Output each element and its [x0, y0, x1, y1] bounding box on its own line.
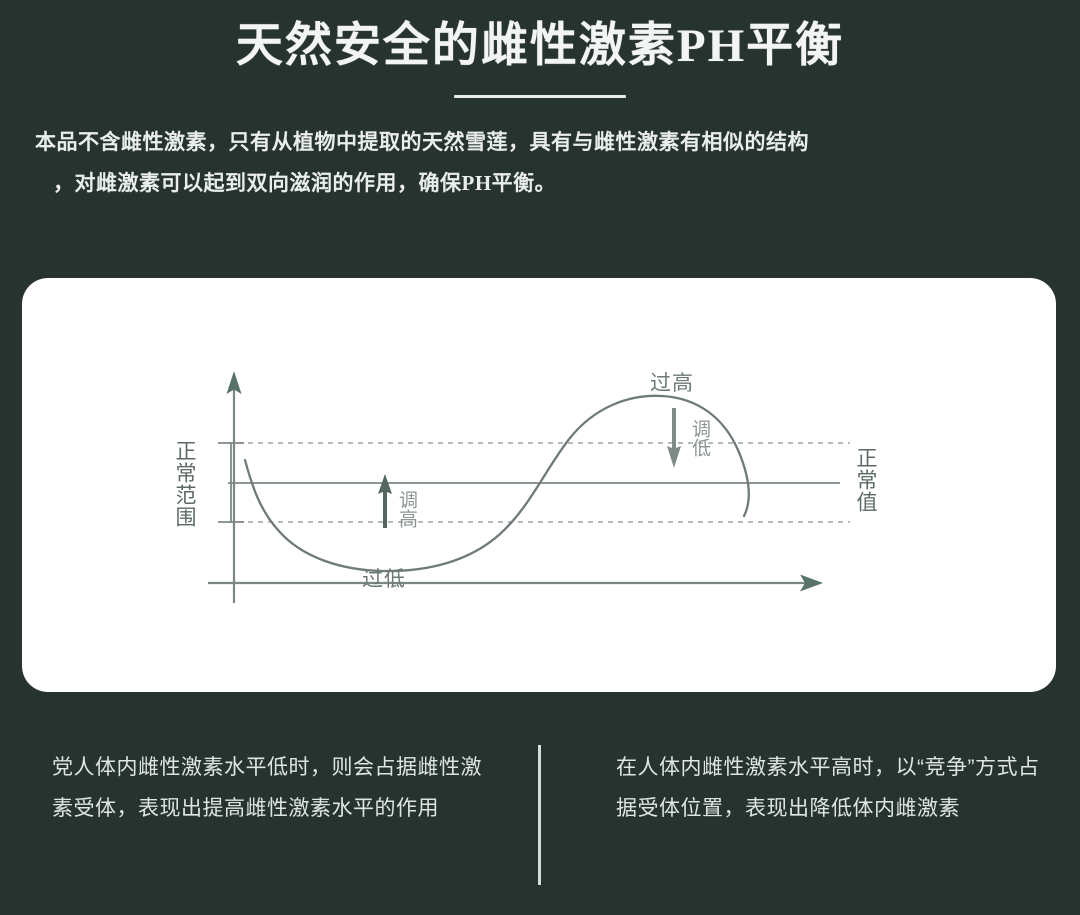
footer-section: 党人体内雌性激素水平低时，则会占据雌性激素受体，表现出提高雌性激素水平的作用 在…: [0, 720, 1080, 915]
normal-range-label: 正常范围: [173, 440, 196, 528]
subtitle-block: 本品不含雌性激素，只有从植物中提取的天然雪莲，具有与雌性激素有相似的结构 ，对雌…: [35, 122, 1045, 204]
chart-card: 正常范围 正常值 过高 过低 调高 调低: [22, 278, 1056, 692]
subtitle-line-1: 本品不含雌性激素，只有从植物中提取的天然雪莲，具有与雌性激素有相似的结构: [35, 130, 809, 155]
footer-text-left: 党人体内雌性激素水平低时，则会占据雌性激素受体，表现出提高雌性激素水平的作用: [52, 756, 482, 820]
subtitle-line-2: ，对雌激素可以起到双向滋润的作用，确保PH平衡。: [53, 171, 557, 196]
footer-text-right: 在人体内雌性激素水平高时，以“竞争”方式占据受体位置，表现出降低体内雌激素: [616, 756, 1040, 820]
hormone-level-curve: [243, 394, 750, 573]
arrow-up-icon: [226, 371, 242, 394]
adjust-up-label: 调高: [395, 490, 417, 528]
adjust-down-label: 调低: [688, 419, 710, 457]
balance-curve-chart: [208, 371, 850, 603]
page-header: 天然安全的雌性激素PH平衡 本品不含雌性激素，只有从植物中提取的天然雪莲，具有与…: [0, 0, 1080, 204]
adjust-down-arrow-icon: [667, 408, 681, 468]
normal-range-bracket: [218, 442, 244, 523]
footer-divider: [538, 745, 541, 885]
title-divider: [454, 95, 626, 99]
normal-value-label: 正常值: [854, 447, 877, 513]
adjust-up-arrow-icon: [378, 474, 392, 528]
page-title: 天然安全的雌性激素PH平衡: [235, 20, 845, 72]
too-high-label: 过高: [650, 372, 694, 395]
too-low-label: 过低: [362, 568, 406, 591]
arrow-right-icon: [800, 574, 823, 592]
